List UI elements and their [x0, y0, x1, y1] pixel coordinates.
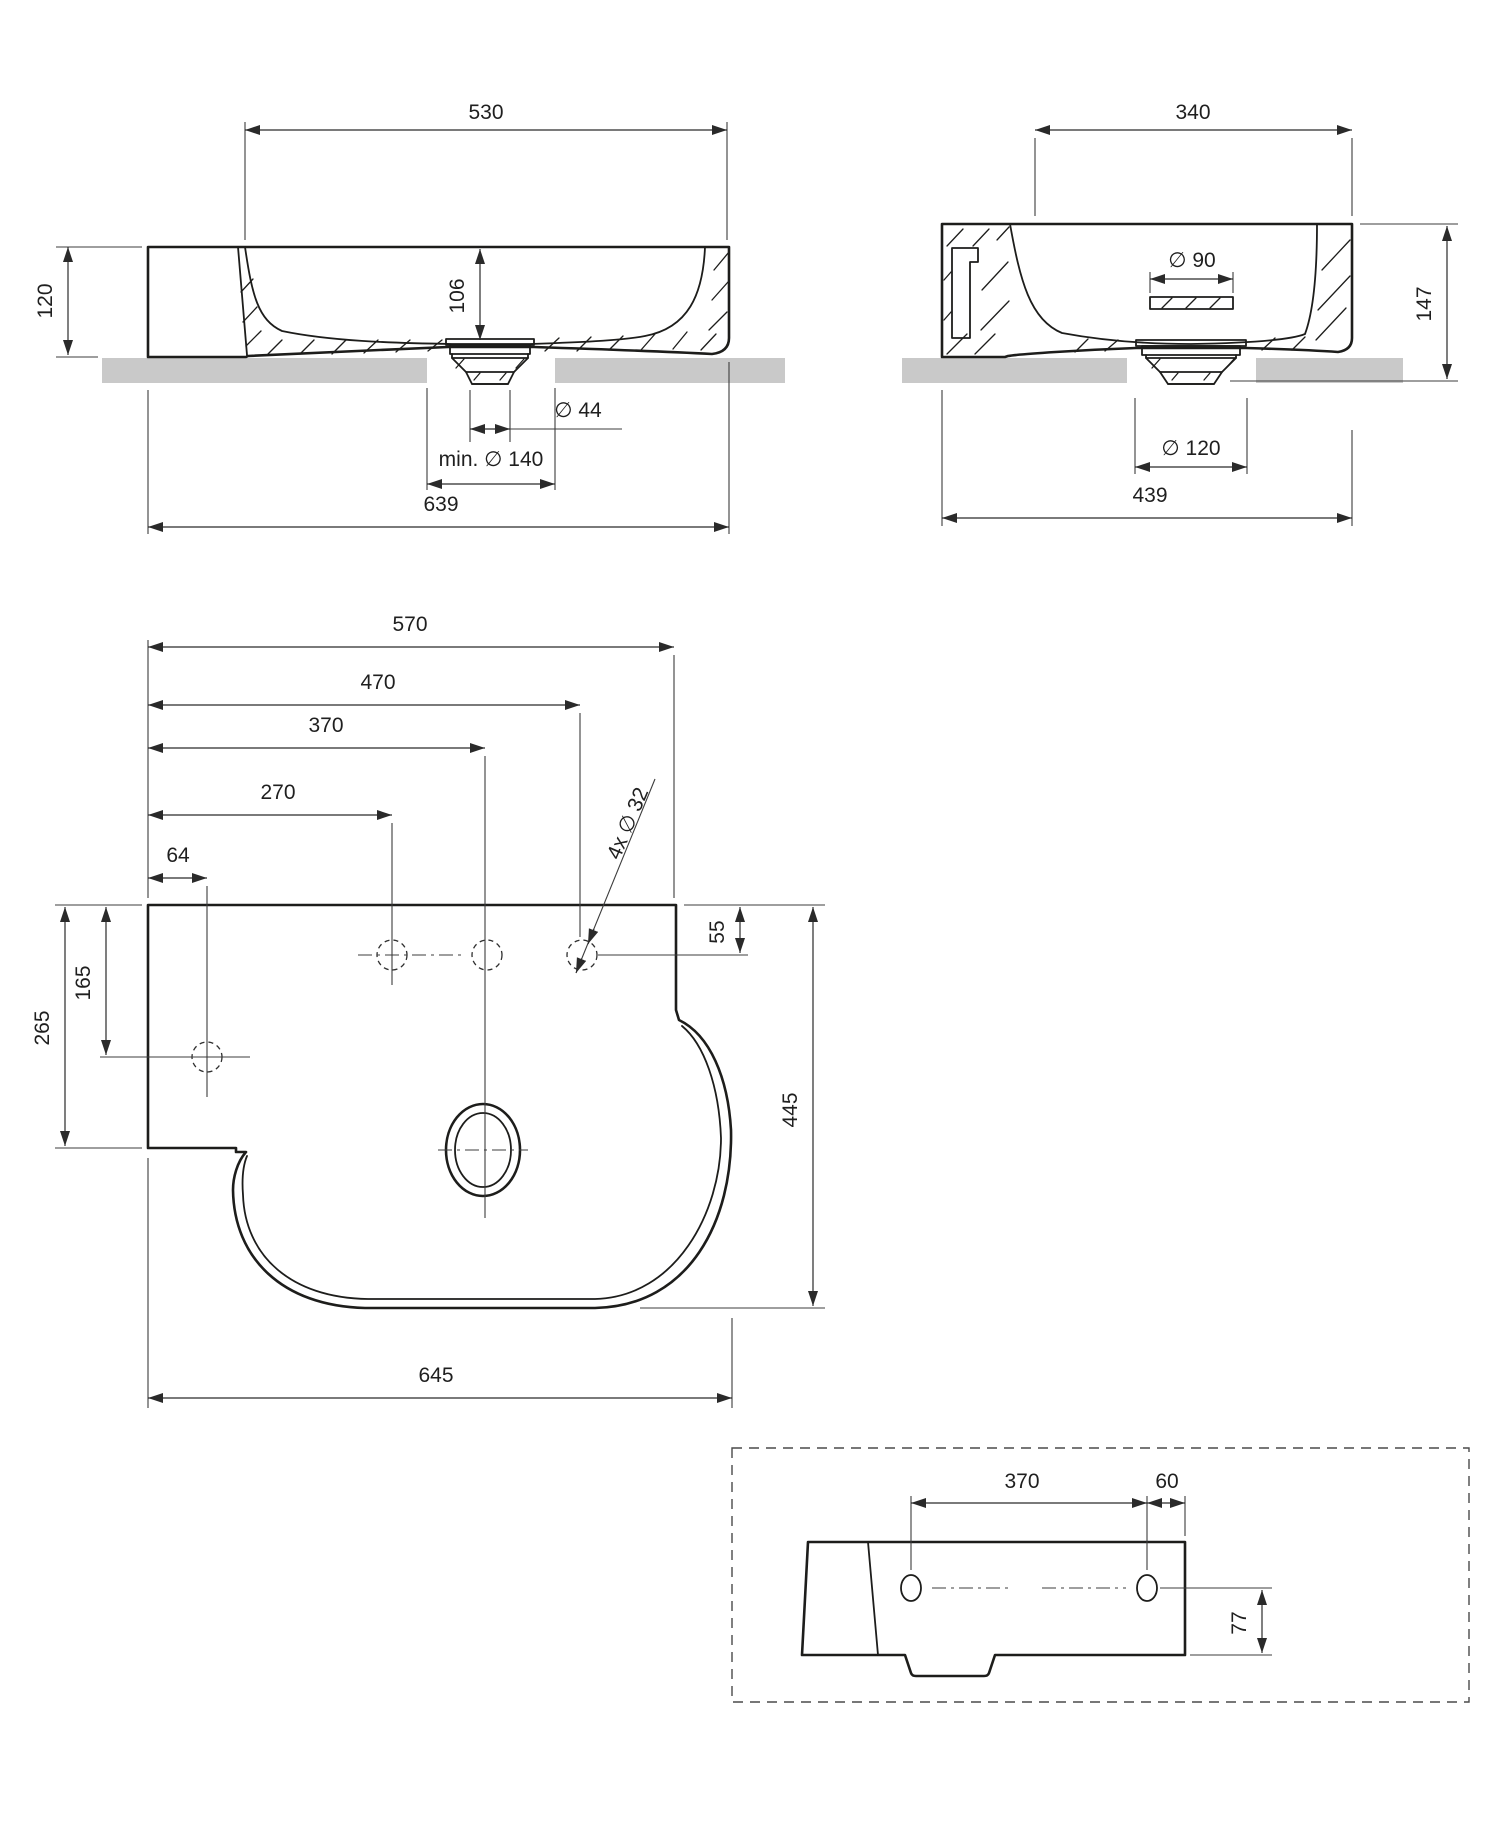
dim-front-639: 639 — [423, 493, 458, 516]
rear-view: 370 60 77 — [731, 1447, 1470, 1703]
dim-front-44: ∅ 44 — [554, 399, 602, 422]
front-bowl-line — [244, 246, 706, 345]
plan-view: 4x ∅ 32 570 470 370 270 64 265 165 — [31, 613, 825, 1408]
dim-plan-55: 55 — [706, 920, 729, 943]
dim-front-140: min. ∅ 140 — [439, 448, 544, 471]
side-body-outline — [940, 222, 1354, 359]
dim-side-439: 439 — [1132, 484, 1167, 507]
countertop-left-slab — [102, 358, 427, 383]
countertop-right-slab — [902, 358, 1127, 383]
dim-side-90: ∅ 90 — [1168, 249, 1216, 272]
dim-plan-165: 165 — [72, 965, 95, 1000]
front-body-outline — [146, 245, 731, 359]
side-hatching — [943, 226, 1351, 381]
dim-side-147: 147 — [1413, 286, 1436, 321]
plan-tap-holes — [100, 939, 748, 1073]
countertop-left-slab2 — [555, 358, 785, 383]
dim-plan-570: 570 — [392, 613, 427, 636]
plan-deck-outline — [146, 903, 733, 1310]
front-left-wall-edge — [237, 246, 248, 356]
plan-dimensions: 570 470 370 270 64 265 165 55 44 — [31, 613, 825, 1408]
dim-plan-370: 370 — [308, 714, 343, 737]
dim-side-120: ∅ 120 — [1161, 437, 1220, 460]
dim-side-340: 340 — [1175, 101, 1210, 124]
side-dimensions: 340 ∅ 90 147 ∅ 120 439 — [941, 101, 1458, 526]
dim-plan-265: 265 — [31, 1010, 54, 1045]
dim-plan-445: 445 — [779, 1092, 802, 1127]
dim-front-530: 530 — [468, 101, 503, 124]
front-drain-trap — [445, 338, 535, 385]
side-view: 340 ∅ 90 147 ∅ 120 439 — [902, 101, 1458, 526]
dim-front-106: 106 — [446, 278, 469, 313]
side-mount-notch — [951, 247, 979, 339]
dim-plan-470: 470 — [360, 671, 395, 694]
plan-holes-leader: 4x ∅ 32 — [575, 778, 656, 974]
dim-plan-4x32: 4x ∅ 32 — [603, 784, 654, 862]
rear-wing-edge — [867, 1541, 879, 1656]
rear-mount-holes — [900, 1574, 1272, 1602]
rear-view-frame — [731, 1447, 1470, 1703]
dim-front-120: 120 — [34, 283, 57, 318]
plan-basin-rim — [241, 1025, 722, 1300]
plan-drain-hole — [438, 1102, 528, 1198]
dim-rear-77: 77 — [1228, 1611, 1251, 1634]
front-hatching — [240, 251, 730, 381]
side-bowl-line — [1009, 223, 1318, 345]
countertop-right-slab2 — [1256, 358, 1403, 383]
front-dimensions: 530 120 106 ∅ 44 min. ∅ 140 639 — [34, 101, 730, 534]
rear-dimensions: 370 60 77 — [910, 1470, 1272, 1656]
side-overflow-slot — [1149, 296, 1234, 310]
side-drain-trap — [1135, 339, 1247, 385]
front-view: 530 120 106 ∅ 44 min. ∅ 140 639 — [34, 101, 785, 534]
dim-plan-64: 64 — [166, 844, 190, 867]
dim-rear-370: 370 — [1004, 1470, 1039, 1493]
dim-rear-60: 60 — [1155, 1470, 1178, 1493]
dim-plan-270: 270 — [260, 781, 295, 804]
dim-plan-645: 645 — [418, 1364, 453, 1387]
rear-body-outline — [800, 1540, 1187, 1678]
